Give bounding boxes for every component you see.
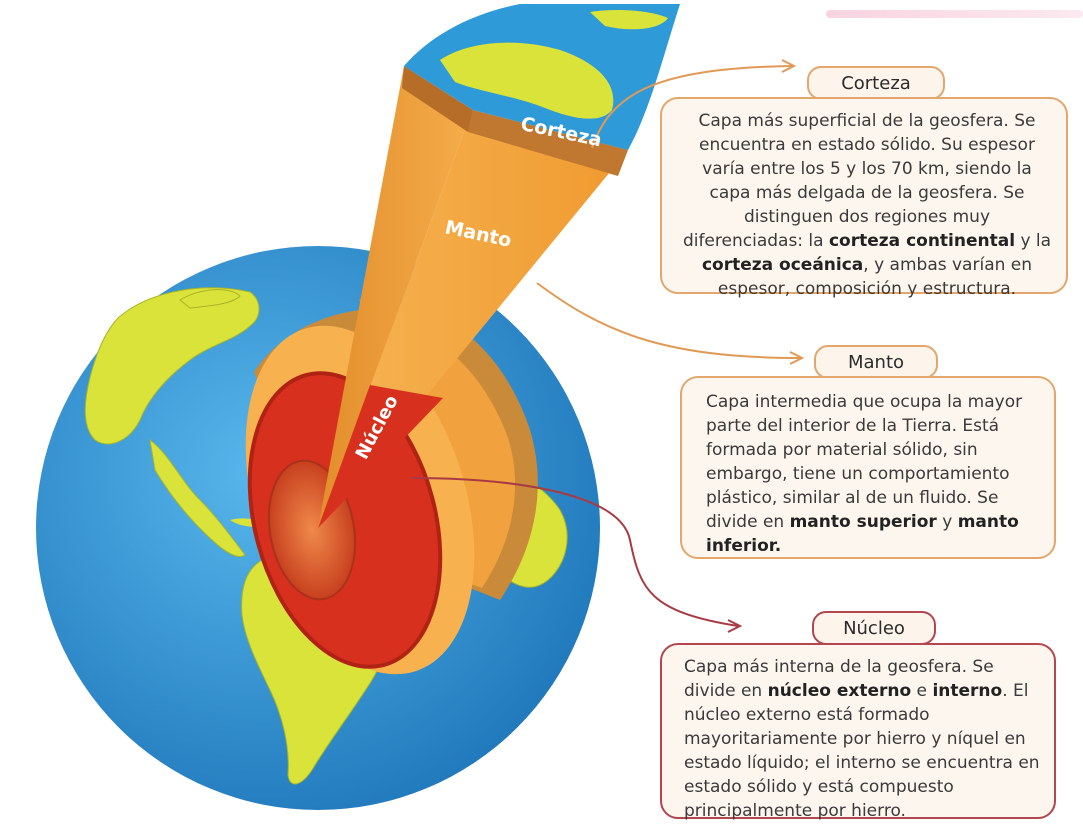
manto-text-2: y [937,512,958,532]
nucleo-panel: Capa más interna de la geosfera. Se divi… [660,643,1056,819]
corteza-text-2: y la [1015,231,1051,251]
decorative-stroke [826,10,1083,18]
nucleo-text-2: e [911,681,932,701]
nucleo-panel-title-text: Núcleo [843,618,905,639]
nucleo-bold-1: núcleo externo [768,681,912,701]
corteza-bold-2: corteza oceánica [702,255,863,275]
nucleo-panel-title: Núcleo [812,611,936,645]
manto-panel-title: Manto [814,345,938,379]
corteza-panel-title-text: Corteza [841,73,911,94]
nucleo-bold-2: interno [932,681,1002,701]
corteza-panel-title: Corteza [807,66,945,100]
manto-text-1: Capa intermedia que ocupa la mayor parte… [706,392,1022,532]
manto-panel: Capa intermedia que ocupa la mayor parte… [680,376,1056,559]
manto-panel-title-text: Manto [848,352,904,373]
corteza-panel: Capa más superficial de la geosfera. Se … [660,97,1068,294]
manto-bold-1: manto superior [790,512,937,532]
corteza-bold-1: corteza continental [829,231,1015,251]
corteza-text-1: Capa más superficial de la geosfera. Se … [683,111,1036,251]
nucleo-text-3: . El núcleo externo está formado mayorit… [684,681,1040,821]
